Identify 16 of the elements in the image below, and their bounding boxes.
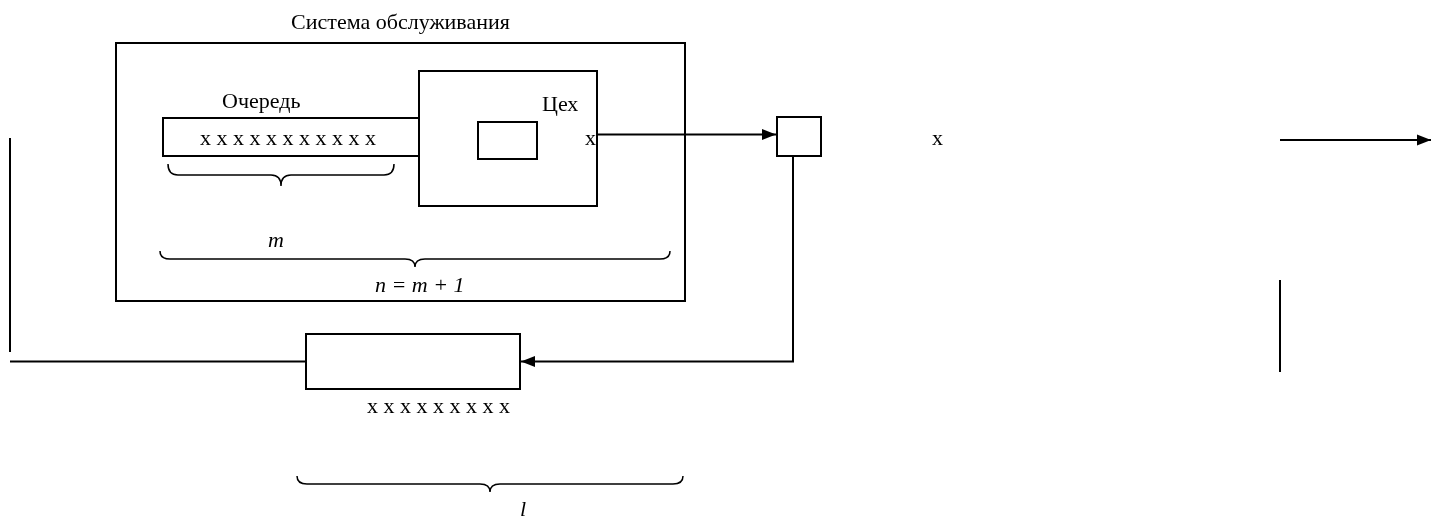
node-heading: Система обслуживания <box>291 10 510 34</box>
node-heading: Цех <box>542 92 579 116</box>
small-square-box <box>776 116 822 157</box>
dimension-label: l <box>520 497 527 521</box>
node-heading: Очередь <box>222 89 301 113</box>
machine-box <box>477 121 538 160</box>
workshop-box <box>418 70 598 207</box>
arrow <box>597 128 777 141</box>
item-mark: x <box>585 126 596 150</box>
dimension-label: n = m + 1 <box>375 273 465 297</box>
item-marks: x x x x x x x x x x x <box>200 126 376 150</box>
item-marks: x x x x x x x x x <box>367 394 510 418</box>
dimension-label: m <box>268 228 284 252</box>
arrow <box>520 156 794 368</box>
item-mark: x <box>932 126 943 150</box>
line <box>9 360 306 363</box>
